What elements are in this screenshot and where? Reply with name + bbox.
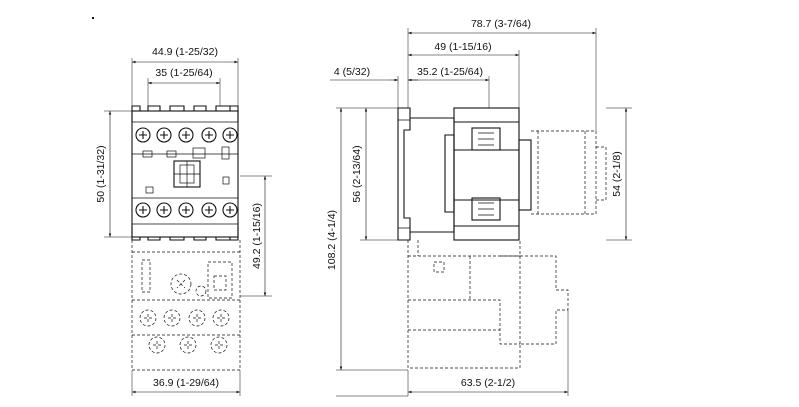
dim-label-front-height-contactor: 50 (1-31/32) [95, 145, 107, 202]
front-bottom-terminal-screws [135, 202, 238, 218]
dim-label-front-terminal-span: 35 (1-25/64) [155, 67, 212, 79]
side-contactor-body [444, 107, 532, 241]
front-top-terminal-screws [135, 127, 238, 143]
terminal-screw-icon [195, 285, 207, 297]
front-contactor-body [131, 105, 239, 241]
terminal-screw-icon [148, 336, 166, 354]
terminal-screw-icon [163, 309, 181, 327]
terminal-screw-icon [178, 127, 194, 143]
side-dimensions [330, 28, 632, 397]
front-overload-relay [131, 240, 241, 371]
terminal-screw-icon [222, 202, 238, 218]
terminal-screw-icon [178, 202, 194, 218]
front-dimensions [104, 58, 272, 396]
side-overload-relay [407, 240, 569, 369]
corner-mark [92, 17, 94, 19]
dim-label-side-depth-contactor: 49 (1-15/16) [434, 41, 491, 53]
terminal-screw-icon [156, 202, 172, 218]
terminal-screw-icon [139, 309, 157, 327]
terminal-screw-icon [156, 127, 172, 143]
terminal-screw-icon [135, 127, 151, 143]
terminal-screw-icon [135, 202, 151, 218]
side-mounting-rail [397, 107, 455, 241]
dim-label-side-height-contactor: 56 (2-13/64) [351, 145, 363, 202]
side-auxiliary-block [531, 130, 607, 215]
terminal-screw-icon [201, 127, 217, 143]
terminal-screw-icon [188, 309, 206, 327]
terminal-screw-icon [179, 336, 197, 354]
terminal-screw-icon [201, 202, 217, 218]
dim-label-side-rail-offset: 4 (5/32) [334, 66, 370, 78]
side-view [330, 28, 632, 397]
dim-label-side-height-auxiliary: 54 (2-1/8) [611, 151, 623, 197]
dim-label-side-depth-mounting: 35.2 (1-25/64) [417, 66, 483, 78]
dial-icon [170, 273, 192, 295]
dim-label-front-width-overload: 36.9 (1-29/64) [153, 377, 219, 389]
dim-label-side-depth-overall: 78.7 (3-7/64) [471, 18, 531, 30]
terminal-screw-icon [222, 127, 238, 143]
dim-label-side-depth-overload: 63.5 (2-1/2) [461, 377, 515, 389]
terminal-screw-icon [212, 309, 230, 327]
dim-label-side-height-total: 108.2 (4-1/4) [326, 210, 338, 270]
terminal-screw-icon [210, 336, 228, 354]
dim-label-front-height-overload: 49.2 (1-15/16) [251, 203, 263, 269]
dim-label-front-width-overall: 44.9 (1-25/32) [152, 46, 218, 58]
front-view [104, 58, 272, 396]
